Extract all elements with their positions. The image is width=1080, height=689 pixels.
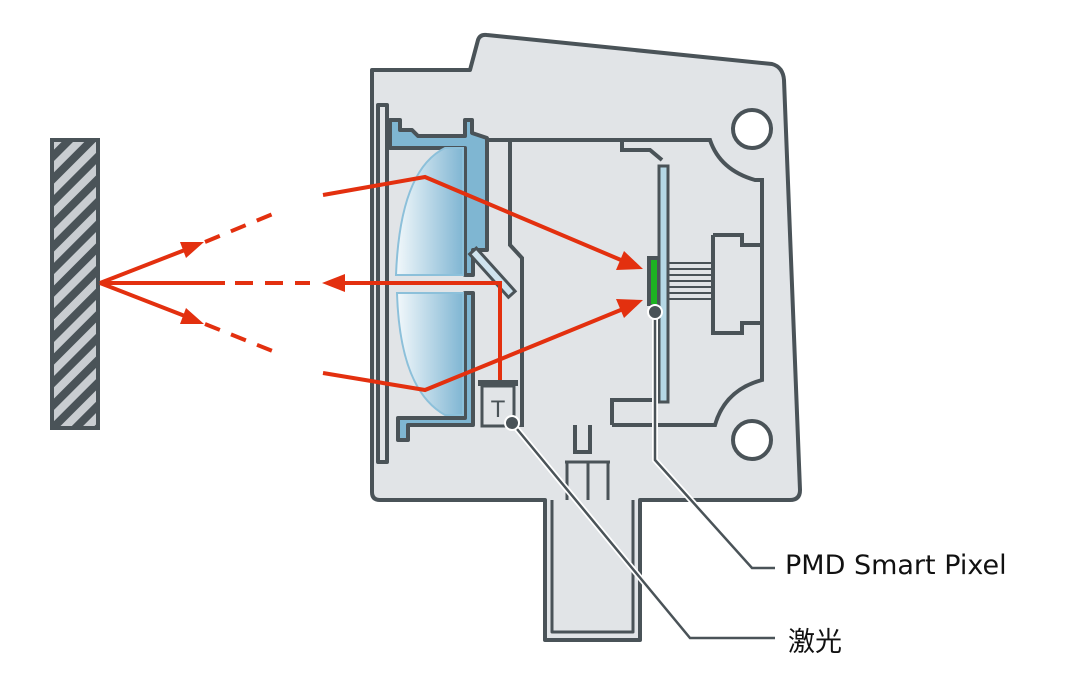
mirror	[467, 245, 518, 300]
mount-hole-bottom	[731, 419, 773, 461]
target-surface	[50, 138, 100, 430]
label-laser: 激光	[788, 627, 842, 658]
light-beams	[99, 174, 629, 393]
beam-arrowheads	[180, 242, 643, 324]
leader-lines	[509, 312, 775, 641]
laser-emitter: T	[478, 380, 518, 428]
mount-hole-top	[731, 108, 773, 150]
connector-pins	[668, 262, 713, 300]
sensor-board	[657, 164, 670, 404]
laser-symbol: T	[490, 398, 505, 423]
upper-lens	[394, 147, 464, 276]
label-pmd-smart-pixel: PMD Smart Pixel	[785, 550, 1007, 581]
pmd-smart-pixel	[651, 260, 657, 304]
lower-lens	[395, 292, 464, 416]
laser-leader-dot	[504, 415, 520, 431]
sensor-leader-dot	[647, 304, 663, 320]
